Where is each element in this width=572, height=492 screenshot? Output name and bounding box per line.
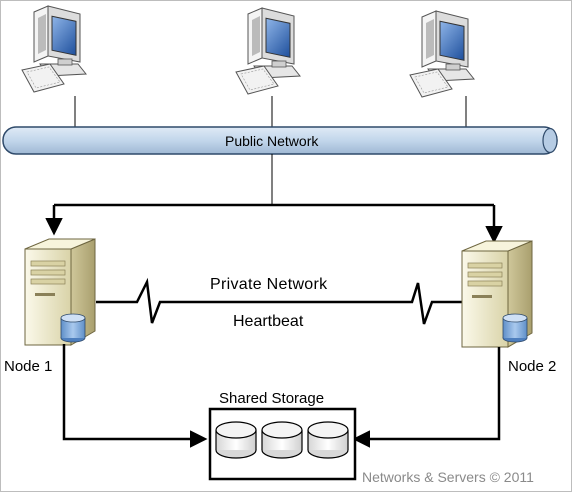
node2-disk-icon xyxy=(502,313,528,343)
workstation-center-icon xyxy=(235,7,301,95)
heartbeat-link xyxy=(96,277,462,325)
shared-storage-label: Shared Storage xyxy=(219,390,325,407)
copyright-watermark: Networks & Servers © 2011 xyxy=(362,469,534,485)
private-network-label: Private Network xyxy=(210,276,328,293)
public-network-label: Public Network xyxy=(225,133,319,149)
workstation-left-icon xyxy=(21,5,87,93)
public-network-bar xyxy=(2,126,558,155)
storage-disk-1-icon xyxy=(215,421,257,459)
node1-label: Node 1 xyxy=(4,358,53,375)
node1-disk-icon xyxy=(60,313,86,343)
node2-label: Node 2 xyxy=(508,358,557,375)
heartbeat-label: Heartbeat xyxy=(233,313,304,330)
workstation-right-icon xyxy=(409,10,475,98)
storage-disk-2-icon xyxy=(261,421,303,459)
storage-disk-3-icon xyxy=(307,421,349,459)
arrow-node1-to-storage xyxy=(62,344,208,448)
arrow-node2-to-storage xyxy=(352,347,501,448)
